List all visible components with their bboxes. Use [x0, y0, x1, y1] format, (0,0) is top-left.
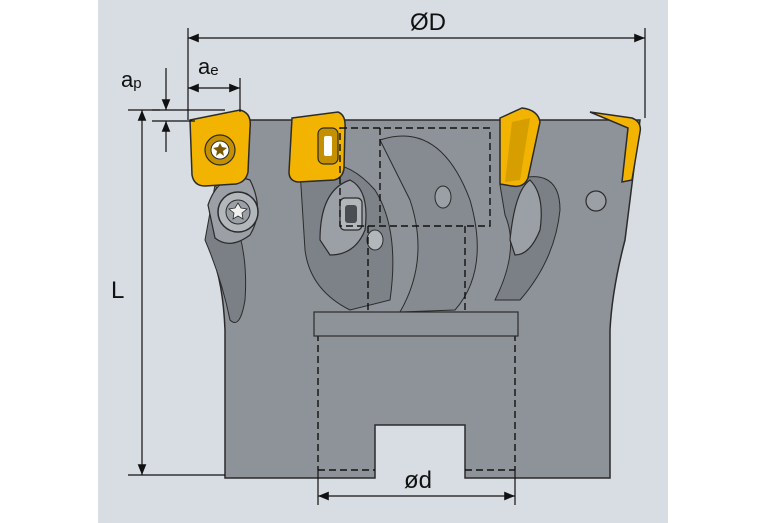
- label-ap-sub: p: [133, 75, 141, 92]
- dim-ap: [152, 68, 225, 152]
- dim-length: [128, 109, 225, 476]
- insert-far-right: [589, 111, 642, 183]
- insert-left: [189, 109, 252, 187]
- label-ap: ap: [121, 67, 142, 92]
- clamp-screw-right: [509, 179, 542, 256]
- label-ae: ae: [198, 54, 219, 79]
- label-bore-diameter: ød: [404, 467, 432, 494]
- insert-center: [288, 111, 346, 183]
- dim-bore-diameter: [317, 470, 516, 505]
- clamp-screw-center: [319, 179, 384, 256]
- label-length: L: [111, 277, 124, 304]
- label-outer-diameter: ØD: [410, 9, 446, 36]
- dim-outer-diameter: [187, 28, 646, 120]
- label-ap-base: a: [121, 67, 134, 92]
- bore-shoulder: [313, 311, 519, 337]
- coolant-hole-center: [434, 185, 452, 209]
- label-ae-base: a: [198, 54, 211, 79]
- label-ae-sub: e: [210, 62, 218, 79]
- insert-right: [499, 107, 541, 188]
- coolant-hole-right: [585, 190, 607, 212]
- clamp-screw-left: [207, 177, 259, 244]
- dim-ae: [188, 78, 241, 112]
- chip-pocket-inner: [379, 135, 478, 313]
